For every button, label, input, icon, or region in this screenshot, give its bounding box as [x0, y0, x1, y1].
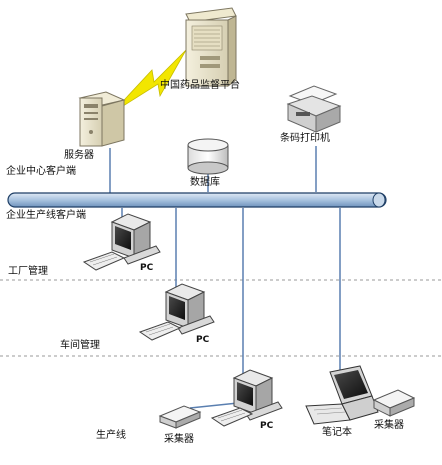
- pc-label: PC: [140, 263, 154, 273]
- laptop-label: 笔记本: [322, 427, 352, 438]
- barcode-printer-icon: [286, 85, 342, 133]
- barcode-printer-label: 条码打印机: [280, 133, 330, 144]
- server-icon: [78, 91, 126, 147]
- pc-label: PC: [260, 421, 274, 431]
- network-bus: [7, 192, 387, 208]
- pc-icon: [82, 213, 161, 271]
- section-dividers: [0, 279, 442, 357]
- connection-lines: [109, 146, 341, 419]
- pc-icon: [138, 283, 215, 341]
- workshop-management-label: 车间管理: [60, 340, 100, 351]
- collector-left-label: 采集器: [164, 434, 194, 445]
- production-line-client-label: 企业生产线客户端: [6, 210, 86, 221]
- platform-label: 中国药品监督平台: [160, 80, 240, 91]
- collector-icon: [372, 389, 416, 417]
- laptop-icon: [305, 365, 379, 425]
- database-icon: [187, 138, 229, 175]
- factory-management-label: 工厂管理: [8, 266, 48, 277]
- server-label: 服务器: [64, 150, 94, 161]
- platform-server-icon: [185, 7, 237, 87]
- collector-right-label: 采集器: [374, 420, 404, 431]
- production-line-label: 生产线: [96, 430, 126, 441]
- pc-icon: [210, 369, 283, 427]
- database-label: 数据库: [190, 177, 220, 188]
- collector-icon: [158, 405, 202, 429]
- pc-label: PC: [196, 335, 210, 345]
- enterprise-center-client-label: 企业中心客户端: [6, 166, 76, 177]
